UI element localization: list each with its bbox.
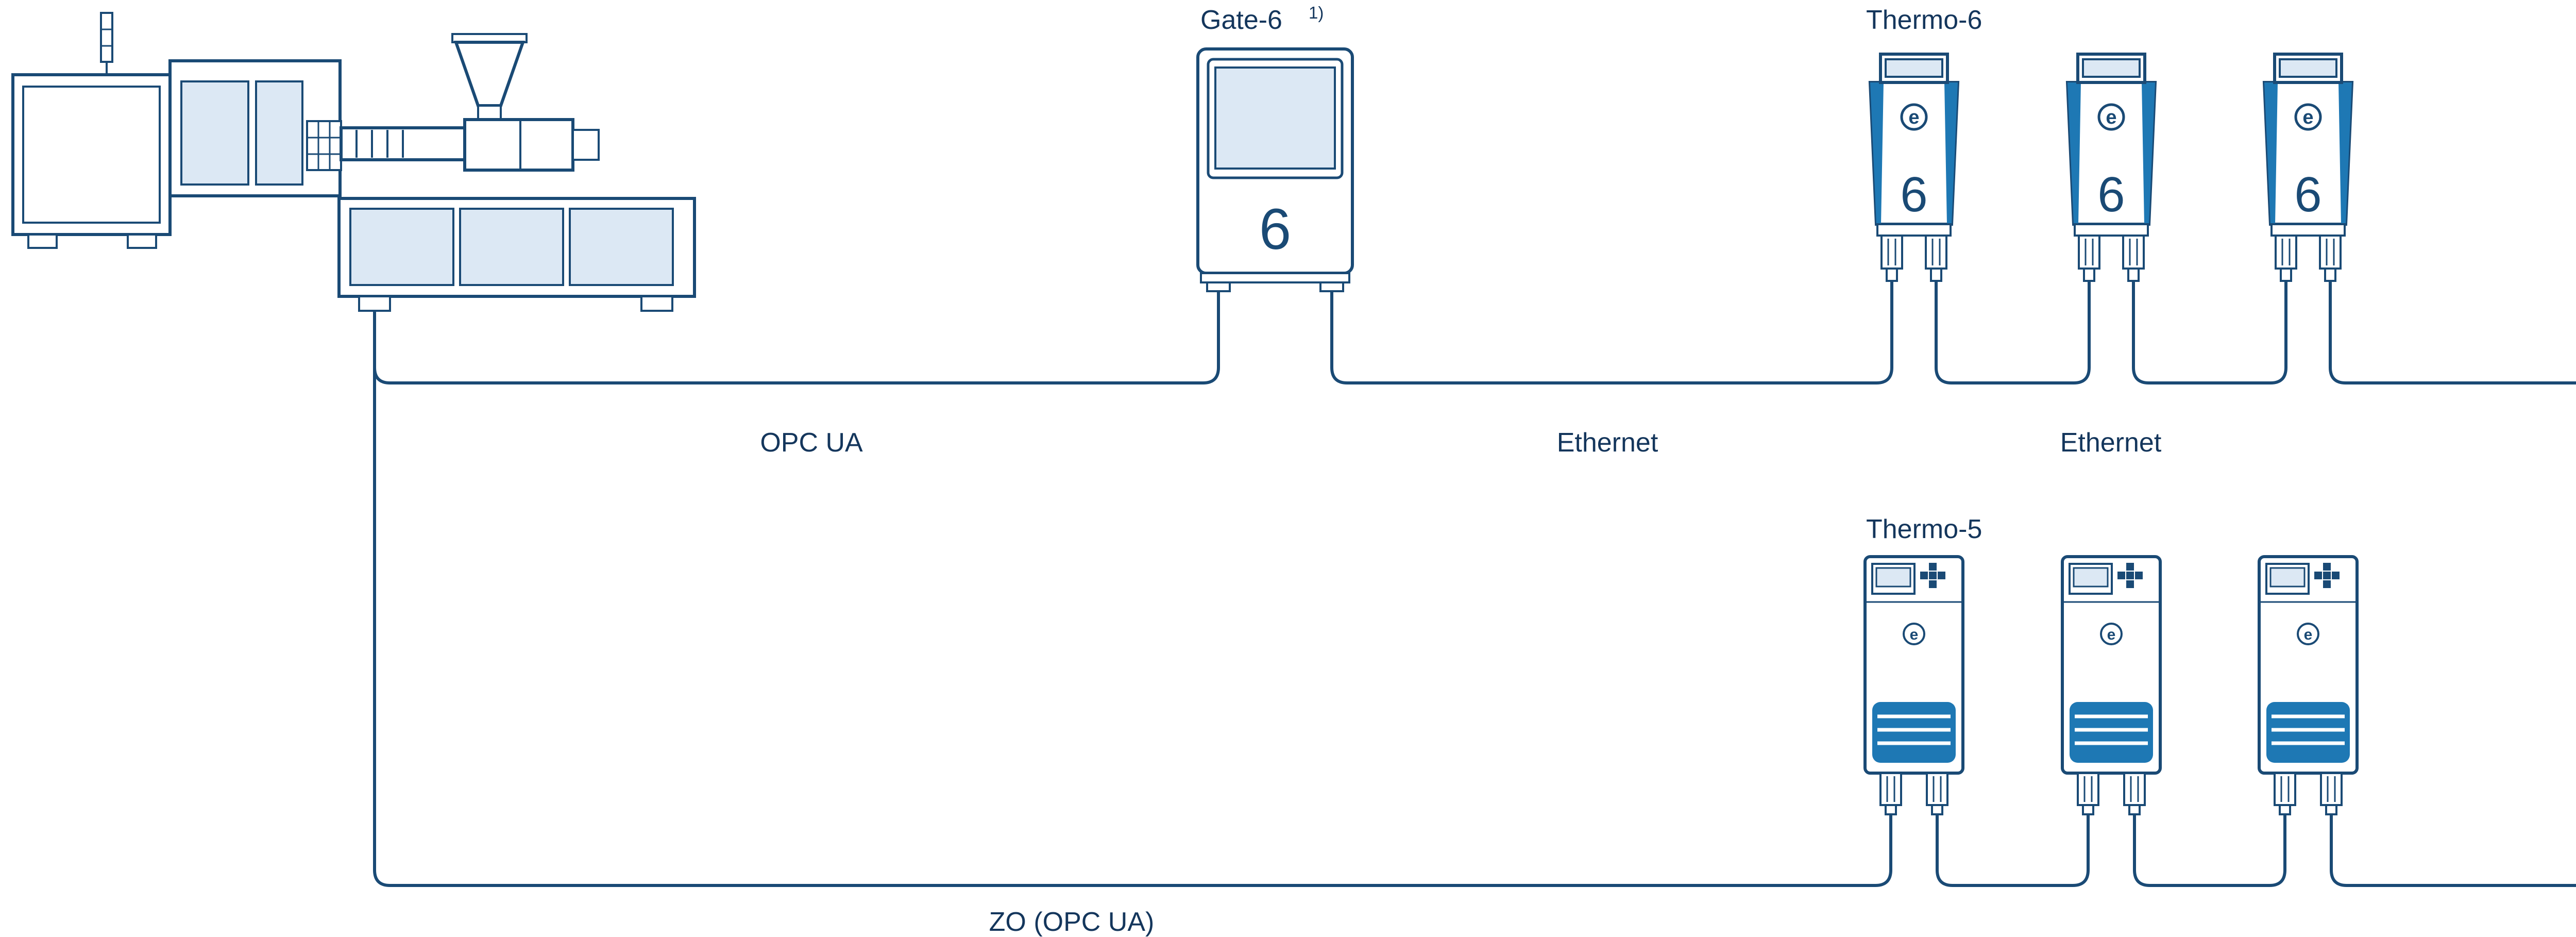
injection-cylinder	[572, 129, 600, 161]
gate6-digit: 6	[1259, 197, 1291, 261]
gate6-screen	[1214, 66, 1336, 170]
hopper	[453, 41, 526, 107]
zo-line-3	[2133, 814, 2286, 887]
gate6-foot-right	[1319, 281, 1344, 292]
base-panel	[569, 208, 674, 286]
zo-opc-ua-label: ZO (OPC UA)	[989, 907, 1155, 937]
thermo5-unit-1	[1865, 557, 1963, 814]
gate6-device: 6	[1196, 47, 1354, 292]
hb-line-bottom	[2330, 814, 2576, 887]
hb-line-top	[2329, 281, 2576, 384]
base-panel	[349, 208, 454, 286]
thermo6-unit-2	[2067, 54, 2155, 281]
machine-foot	[640, 295, 673, 312]
opc-ua-line	[373, 291, 1220, 384]
zo-line-2	[1936, 814, 2090, 887]
machine-foot	[127, 233, 157, 249]
base-panel	[459, 208, 564, 286]
clamping-unit-housing	[11, 73, 172, 236]
gate6-base	[1200, 272, 1350, 283]
thermo5-unit-2	[2062, 557, 2160, 814]
door-window	[255, 80, 303, 186]
labels: Gate-6 1) Thermo-6 Flow-5 2) OPC UA Ethe…	[760, 3, 2162, 937]
injection-unit	[463, 118, 574, 172]
thermo6-unit-3	[2264, 54, 2352, 281]
ethernet-line-1	[1330, 281, 1893, 384]
control-panel	[306, 120, 342, 171]
zo-opc-ua-line	[373, 312, 1892, 887]
ethernet-line-3	[2132, 281, 2287, 384]
ethernet-line-2	[1935, 281, 2091, 384]
gate6-footnote: 1)	[1309, 3, 1324, 22]
machine-foot	[27, 233, 58, 249]
thermo5-label: Thermo-5	[1866, 514, 1982, 544]
thermo5-unit-3	[2259, 557, 2357, 814]
connection-lines	[373, 281, 2576, 887]
ethernet-label-1: Ethernet	[1557, 428, 1658, 458]
signal-lamp	[100, 12, 113, 63]
thermo6-label: Thermo-6	[1866, 5, 1982, 35]
machine-foot	[358, 295, 391, 312]
gate6-label: Gate-6	[1200, 5, 1282, 35]
injection-molding-machine	[11, 12, 696, 312]
door-window	[180, 80, 249, 186]
ethernet-label-2: Ethernet	[2060, 428, 2162, 458]
gate6-foot-left	[1206, 281, 1231, 292]
thermo6-unit-1	[1870, 54, 1958, 281]
opc-ua-label: OPC UA	[760, 428, 863, 458]
